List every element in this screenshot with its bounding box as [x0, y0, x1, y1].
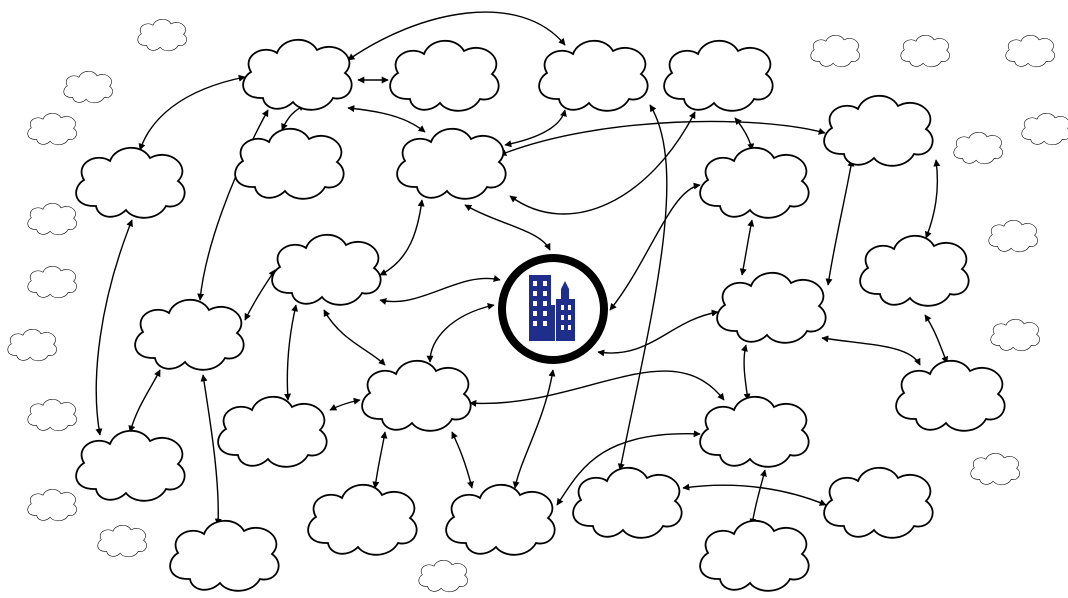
small-cloud-icon	[137, 19, 187, 52]
small-cloud-icon	[418, 560, 468, 593]
bidirectional-link-arrow	[347, 11, 566, 61]
cloud-node-icon	[396, 127, 507, 200]
bidirectional-link-arrow	[379, 275, 501, 305]
bidirectional-link-arrow	[379, 199, 425, 276]
cloud-node-icon	[699, 146, 810, 219]
bidirectional-link-arrow	[197, 109, 269, 301]
bidirectional-link-arrow	[925, 159, 941, 239]
bidirectional-link-arrow	[426, 302, 495, 363]
bidirectional-link-arrow	[451, 431, 474, 489]
bidirectional-link-arrow	[244, 269, 276, 321]
bidirectional-link-arrow	[509, 111, 696, 215]
small-cloud-icon	[63, 71, 113, 104]
bidirectional-link-arrow	[329, 397, 361, 411]
cloud-node-icon	[217, 395, 328, 468]
bidirectional-link-arrow	[597, 309, 719, 357]
cloud-node-icon	[445, 483, 556, 556]
central-hub	[498, 254, 608, 364]
cloud-node-icon	[572, 466, 683, 539]
office-buildings-icon	[529, 275, 575, 341]
bidirectional-link-arrow	[749, 469, 767, 526]
link-group	[95, 11, 948, 526]
bidirectional-link-arrow	[372, 431, 388, 489]
bidirectional-link-arrow	[504, 109, 567, 148]
cloud-node-icon	[75, 429, 186, 502]
cloud-node-icon	[134, 298, 245, 371]
small-cloud-icon	[953, 132, 1003, 165]
bidirectional-link-arrow	[200, 374, 222, 526]
cloud-node-icon	[271, 233, 382, 306]
bidirectional-link-arrow	[464, 204, 551, 251]
cloud-group	[75, 38, 1006, 592]
small-cloud-icon	[27, 399, 77, 432]
small-cloud-icon	[7, 329, 57, 362]
small-cloud-icon	[27, 489, 77, 522]
cloud-node-icon	[823, 466, 934, 539]
bidirectional-link-arrow	[469, 370, 725, 407]
cloud-node-icon	[307, 483, 418, 556]
small-cloud-icon	[900, 35, 950, 68]
cloud-node-icon	[663, 39, 774, 112]
bidirectional-link-arrow	[825, 159, 855, 286]
bidirectional-link-arrow	[512, 369, 556, 489]
small-cloud-icon	[27, 113, 77, 146]
bidirectional-link-arrow	[128, 369, 161, 433]
bidirectional-link-arrow	[609, 182, 701, 311]
cloud-node-icon	[361, 359, 472, 432]
bidirectional-link-arrow	[682, 483, 827, 506]
small-cloud-icon	[988, 220, 1038, 253]
bidirectional-link-arrow	[138, 74, 246, 151]
bidirectional-link-arrow	[739, 219, 755, 276]
cloud-node-icon	[823, 94, 934, 167]
cloud-node-icon	[859, 234, 970, 307]
cloud-node-icon	[699, 519, 810, 592]
small-cloud-icon	[970, 453, 1020, 486]
cloud-node-icon	[716, 271, 827, 344]
small-cloud-icon	[27, 266, 77, 299]
small-cloud-icon	[97, 525, 147, 558]
small-cloud-group	[7, 19, 1068, 593]
cloud-node-icon	[234, 127, 345, 200]
bidirectional-link-arrow	[740, 344, 751, 401]
cloud-node-icon	[895, 359, 1006, 432]
small-cloud-icon	[990, 319, 1040, 352]
cloud-node-icon	[389, 39, 500, 112]
bidirectional-link-arrow	[617, 104, 668, 471]
bidirectional-link-arrow	[284, 304, 299, 401]
bidirectional-link-arrow	[323, 309, 386, 366]
cloud-node-icon	[242, 38, 353, 111]
small-cloud-icon	[1021, 113, 1068, 146]
bidirectional-link-arrow	[95, 219, 133, 436]
small-cloud-icon	[27, 203, 77, 236]
small-cloud-icon	[810, 35, 860, 68]
small-cloud-icon	[1005, 35, 1055, 68]
bidirectional-link-arrow	[821, 335, 921, 366]
bidirectional-link-arrow	[347, 105, 426, 133]
cloud-node-icon	[538, 39, 649, 112]
cloud-node-icon	[699, 395, 810, 468]
cloud-node-icon	[169, 519, 280, 592]
bidirectional-link-arrow	[556, 430, 701, 506]
bidirectional-link-arrow	[924, 314, 948, 364]
cloud-node-icon	[75, 146, 186, 219]
